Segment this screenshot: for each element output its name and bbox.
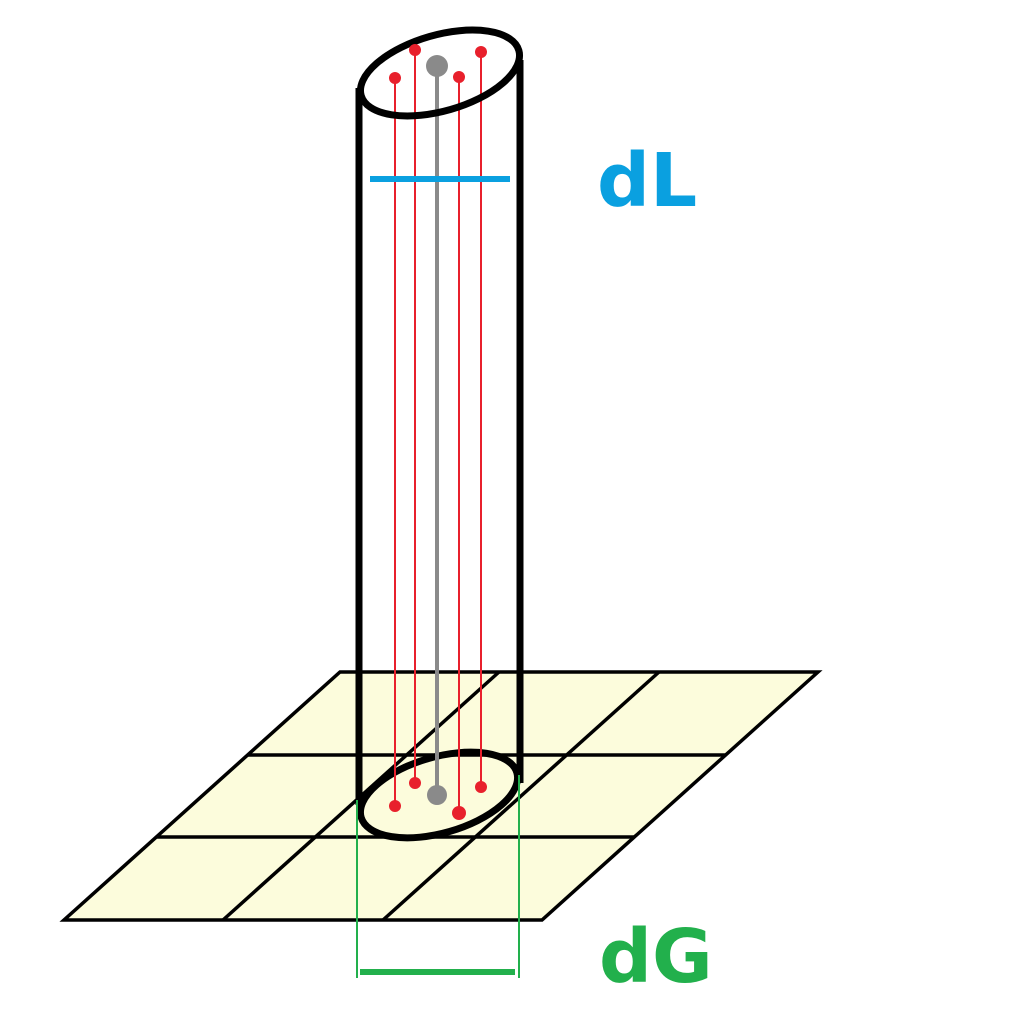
dl-label: dL (597, 138, 697, 224)
ray-1-bottom-dot (389, 800, 401, 812)
ray-2-bottom-dot (409, 777, 421, 789)
red-rays (394, 50, 482, 813)
ray-3-bottom-dot (452, 806, 466, 820)
red-dots (389, 44, 487, 820)
ray-1-top-dot (389, 72, 401, 84)
ray-3-top-dot (453, 71, 465, 83)
cylinder-top-ellipse (356, 26, 524, 120)
ray-4-top-dot (475, 46, 487, 58)
ray-2-top-dot (409, 44, 421, 56)
center-bottom-dot (427, 785, 447, 805)
dg-measure (356, 775, 520, 978)
cylinder-bottom-ellipse (356, 748, 522, 842)
ray-4-bottom-dot (475, 781, 487, 793)
center-top-dot (426, 55, 448, 77)
dg-label: dG (599, 914, 713, 1000)
grid-line-v2 (381, 670, 661, 922)
cylinder (355, 60, 524, 842)
